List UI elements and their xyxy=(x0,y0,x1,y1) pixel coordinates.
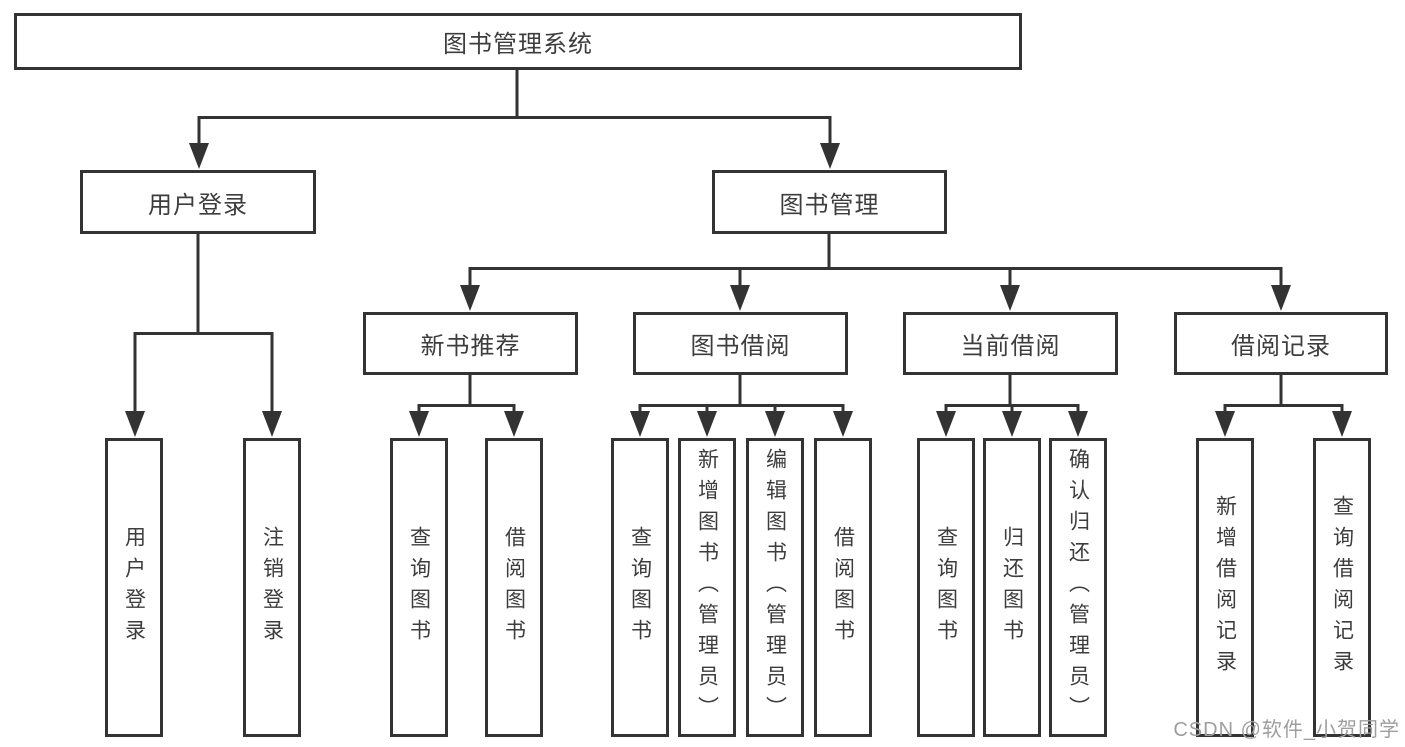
node-leaf-record-add: 新增借阅记录 xyxy=(1196,438,1254,737)
node-book-management: 图书管理 xyxy=(712,170,947,234)
node-leaf-current-confirm-label: 确认归还（管理员） xyxy=(1066,448,1090,727)
node-leaf-borrow-query: 查询图书 xyxy=(611,438,669,737)
node-leaf-current-query-label: 查询图书 xyxy=(934,525,958,650)
node-leaf-newbook-borrow: 借阅图书 xyxy=(485,438,543,737)
node-leaf-current-query: 查询图书 xyxy=(917,438,975,737)
node-leaf-borrow-add-label: 新增图书（管理员） xyxy=(695,448,719,727)
node-leaf-newbook-query-label: 查询图书 xyxy=(407,525,431,650)
node-leaf-borrow-edit-label: 编辑图书（管理员） xyxy=(763,448,787,727)
node-leaf-newbook-borrow-label: 借阅图书 xyxy=(502,525,526,650)
node-user-login-label: 用户登录 xyxy=(148,191,248,219)
node-book-management-label: 图书管理 xyxy=(779,191,880,219)
node-leaf-user-login-label: 用户登录 xyxy=(122,525,146,650)
node-leaf-record-add-label: 新增借阅记录 xyxy=(1213,494,1237,681)
node-new-book-recommend-label: 新书推荐 xyxy=(420,333,521,360)
node-leaf-borrow-edit: 编辑图书（管理员） xyxy=(746,438,804,737)
node-leaf-current-confirm: 确认归还（管理员） xyxy=(1049,438,1107,737)
node-root: 图书管理系统 xyxy=(14,13,1022,70)
node-leaf-logout: 注销登录 xyxy=(243,438,301,737)
node-user-login: 用户登录 xyxy=(80,170,316,234)
watermark: CSDN @软件_小贺同学 xyxy=(1173,719,1400,741)
node-new-book-recommend: 新书推荐 xyxy=(363,312,578,375)
node-leaf-logout-label: 注销登录 xyxy=(260,525,284,650)
node-leaf-newbook-query: 查询图书 xyxy=(390,438,448,737)
node-leaf-borrow-add: 新增图书（管理员） xyxy=(678,438,736,737)
node-leaf-borrow-query-label: 查询图书 xyxy=(628,525,652,650)
node-leaf-user-login: 用户登录 xyxy=(105,438,163,737)
node-book-borrow-label: 图书借阅 xyxy=(690,333,791,360)
node-root-label: 图书管理系统 xyxy=(443,31,593,58)
node-current-borrow-label: 当前借阅 xyxy=(960,333,1061,360)
node-borrow-record: 借阅记录 xyxy=(1174,312,1388,375)
node-leaf-current-return-label: 归还图书 xyxy=(1000,525,1024,650)
node-leaf-borrow-borrow: 借阅图书 xyxy=(814,438,872,737)
node-leaf-borrow-borrow-label: 借阅图书 xyxy=(831,525,855,650)
node-borrow-record-label: 借阅记录 xyxy=(1231,333,1331,360)
node-leaf-record-query: 查询借阅记录 xyxy=(1313,438,1371,737)
node-current-borrow: 当前借阅 xyxy=(903,312,1118,375)
node-leaf-current-return: 归还图书 xyxy=(983,438,1041,737)
node-leaf-record-query-label: 查询借阅记录 xyxy=(1330,494,1354,681)
node-book-borrow: 图书借阅 xyxy=(633,312,848,375)
